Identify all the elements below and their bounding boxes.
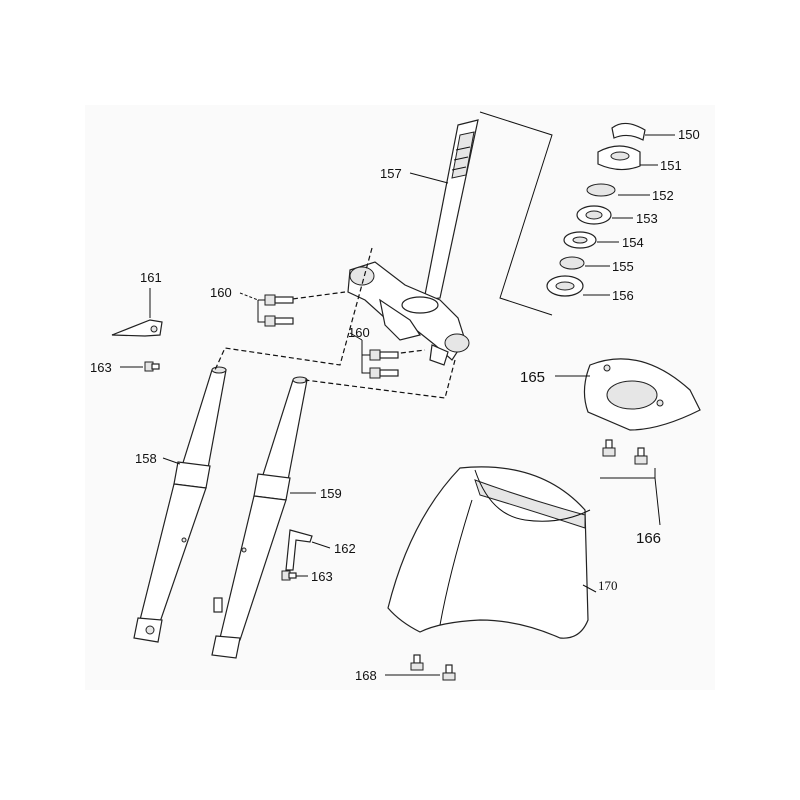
label-162: 162 [334, 541, 356, 556]
label-160-lower: 160 [348, 325, 370, 340]
leader-lines [162, 134, 675, 494]
fork-leg-158 [133, 366, 227, 643]
front-fender-170 [387, 466, 597, 639]
bolts-160-upper [239, 292, 294, 327]
assembly-dashed-lines [214, 247, 456, 399]
label-159: 159 [320, 486, 342, 501]
part-151-hole [610, 151, 630, 161]
bearing-stack [546, 122, 646, 297]
fork-leg-159 [211, 376, 308, 659]
screw-163-right [281, 570, 308, 581]
label-157: 157 [380, 166, 402, 181]
label-154: 154 [622, 235, 644, 250]
label-166: 166 [636, 530, 661, 547]
plate-165 [555, 358, 701, 431]
screws-168 [385, 654, 456, 681]
clip-161 [111, 288, 163, 337]
label-163-left: 163 [90, 360, 112, 375]
part-150-locknut [611, 122, 646, 141]
bolts-160-lower [361, 340, 399, 379]
label-152: 152 [652, 188, 674, 203]
part-labels: 150 151 152 153 154 155 156 157 158 159 … [90, 127, 700, 683]
screws-166 [600, 439, 661, 526]
part-152-balls [586, 183, 616, 197]
label-156: 156 [612, 288, 634, 303]
label-165: 165 [520, 369, 545, 386]
label-170: 170 [598, 578, 618, 593]
steering-stem-157 [347, 119, 479, 366]
label-155: 155 [612, 259, 634, 274]
label-150: 150 [678, 127, 700, 142]
label-160-upper: 160 [210, 285, 232, 300]
bearing-bracket-line [479, 111, 553, 316]
label-153: 153 [636, 211, 658, 226]
bracket-162 [285, 529, 331, 571]
label-161: 161 [140, 270, 162, 285]
screw-163-left [120, 361, 160, 372]
part-155-balls [559, 256, 585, 270]
label-168: 168 [355, 668, 377, 683]
label-163-right: 163 [311, 569, 333, 584]
label-158: 158 [135, 451, 157, 466]
label-151: 151 [660, 158, 682, 173]
